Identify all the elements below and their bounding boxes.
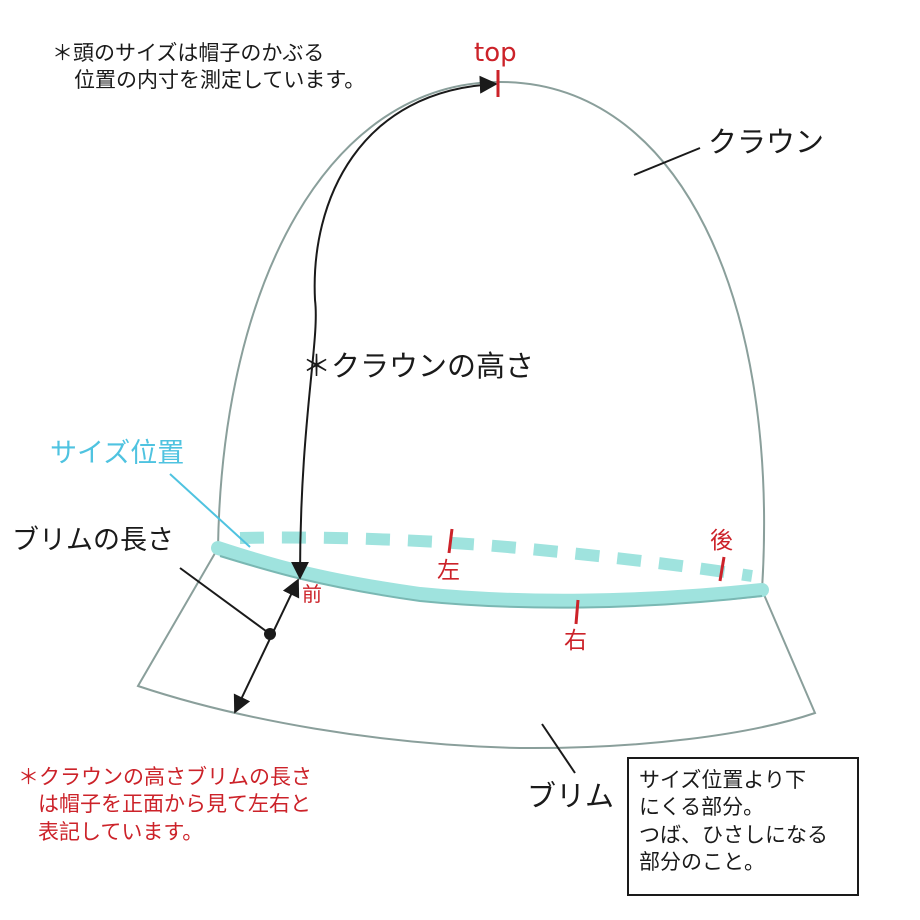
brim-definition-line-1: サイズ位置より下 (639, 768, 806, 792)
top-label: top (474, 38, 517, 68)
note-left-right-line-1: ＊クラウンの高さブリムの長さ (18, 765, 312, 789)
back-marker (718, 556, 726, 582)
size-position-label: サイズ位置 (50, 438, 185, 469)
brim-length-label: ブリムの長さ (12, 525, 174, 556)
crown-height-label: ＊クラウンの高さ (302, 349, 535, 383)
crown-label: クラウン (708, 125, 825, 159)
note-head-size-line-1: ＊頭のサイズは帽子のかぶる (52, 41, 325, 65)
right-label: 右 (564, 628, 587, 654)
note-head-size-line-2: 位置の内寸を測定しています。 (74, 68, 366, 93)
brim-leader (541, 723, 576, 774)
brim-definition-line-2: にくる部分。 (639, 795, 765, 820)
front-label: 前 (302, 582, 322, 606)
left-label: 左 (437, 558, 460, 584)
note-head-size: ＊頭のサイズは帽子のかぶる 位置の内寸を測定しています。 (52, 40, 365, 95)
brim-definition-line-4: 部分のこと。 (639, 849, 765, 874)
crown-leader (633, 147, 701, 176)
size-band-front-edge (219, 555, 763, 609)
size-position-leader (169, 473, 251, 548)
brim-definition-box: サイズ位置より下 にくる部分。 つば、ひさしになる 部分のこと。 (627, 757, 859, 896)
note-left-right-line-3: 表記しています。 (38, 819, 204, 844)
brim-definition-line-3: つば、ひさしになる (639, 822, 828, 847)
right-marker (574, 599, 580, 625)
crown-outline (217, 80, 766, 591)
brim-length-leader (179, 567, 271, 635)
brim-length-dot (264, 628, 276, 640)
size-band-front (211, 541, 769, 608)
brim-label: ブリム (527, 779, 615, 813)
back-label: 後 (710, 528, 733, 554)
crown-height-line (291, 75, 498, 580)
brim-length-line (233, 578, 300, 714)
note-left-right: ＊クラウンの高さブリムの長さ は帽子を正面から見て左右と 表記しています。 (18, 764, 312, 846)
brim-outline (136, 547, 817, 750)
left-marker (447, 528, 454, 554)
note-left-right-line-2: は帽子を正面から見て左右と (38, 792, 311, 817)
